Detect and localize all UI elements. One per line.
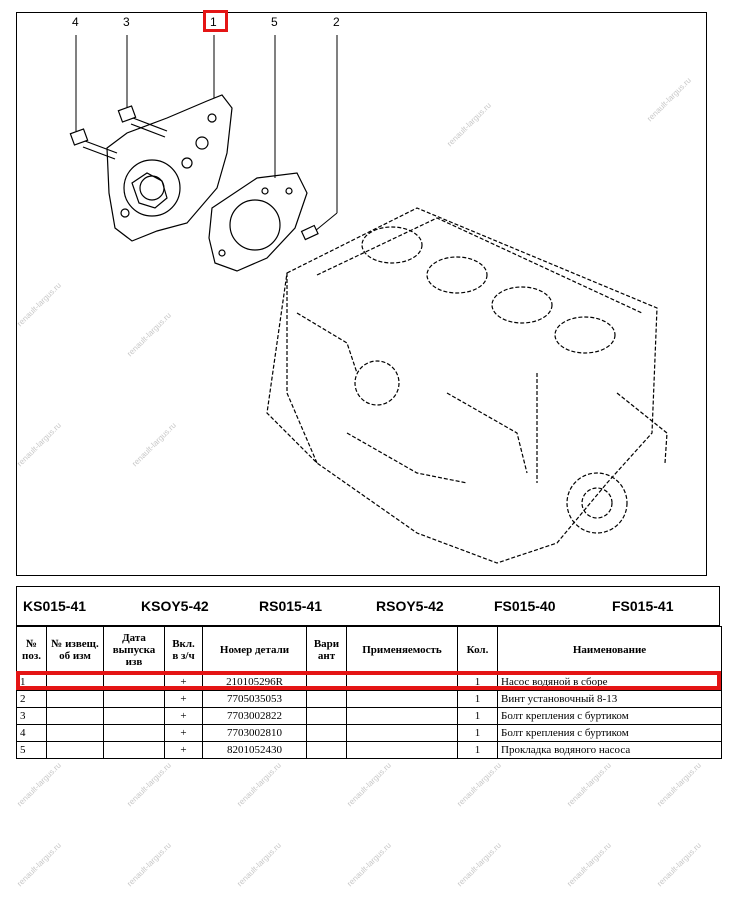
model-code-bar: KS015-41 KSOY5-42 RS015-41 RSOY5-42 FS01… <box>16 586 720 626</box>
model-code: KSOY5-42 <box>141 598 209 614</box>
watermark: renault-largus.ru <box>345 760 393 809</box>
cell-part-number: 8201052430 <box>202 741 307 759</box>
cell-included: + <box>164 673 203 691</box>
header-qty: Кол. <box>457 626 498 674</box>
cell-notice <box>46 673 104 691</box>
cell-variant <box>306 741 347 759</box>
header-variant: Вари ант <box>306 626 347 674</box>
cell-pos: 4 <box>16 724 47 742</box>
header-notice: № извещ. об изм <box>46 626 104 674</box>
cell-variant <box>306 673 347 691</box>
watermark: renault-largus.ru <box>655 760 703 809</box>
header-applicability: Применяемость <box>346 626 458 674</box>
watermark: renault-largus.ru <box>345 840 393 889</box>
callout-5: 5 <box>271 15 278 29</box>
cell-name: Болт крепления с буртиком <box>497 724 722 742</box>
callout-1: 1 <box>210 15 217 29</box>
cell-included: + <box>164 707 203 725</box>
cell-applicability <box>346 741 458 759</box>
cell-name: Насос водяной в сборе <box>497 673 722 691</box>
cell-pos: 1 <box>16 673 47 691</box>
watermark: renault-largus.ru <box>455 840 503 889</box>
cell-release-date <box>103 673 165 691</box>
callout-3: 3 <box>123 15 130 29</box>
cell-notice <box>46 690 104 708</box>
callout-4: 4 <box>72 15 79 29</box>
table-row[interactable]: 1 + 210105296R 1 Насос водяной в сборе <box>16 673 722 691</box>
model-code: KS015-41 <box>23 598 87 614</box>
cell-applicability <box>346 707 458 725</box>
cell-included: + <box>164 724 203 742</box>
cell-pos: 5 <box>16 741 47 759</box>
cell-variant <box>306 724 347 742</box>
cell-release-date <box>103 690 165 708</box>
cell-notice <box>46 724 104 742</box>
parts-diagram: 4 3 1 5 2 <box>16 10 707 576</box>
cell-name: Винт установочный 8-13 <box>497 690 722 708</box>
cell-part-number: 210105296R <box>202 673 307 691</box>
cell-qty: 1 <box>457 741 498 759</box>
cell-notice <box>46 707 104 725</box>
exploded-view-drawing <box>69 35 668 564</box>
watermark: renault-largus.ru <box>455 760 503 809</box>
parts-table: № поз. № извещ. об изм Дата выпуска изв … <box>16 626 722 759</box>
model-code: FS015-41 <box>612 598 674 614</box>
model-code: RSOY5-42 <box>376 598 444 614</box>
watermark: renault-largus.ru <box>235 840 283 889</box>
cell-qty: 1 <box>457 673 498 691</box>
cell-variant <box>306 707 347 725</box>
cell-release-date <box>103 707 165 725</box>
cell-applicability <box>346 724 458 742</box>
cell-name: Болт крепления с буртиком <box>497 707 722 725</box>
watermark: renault-largus.ru <box>235 760 283 809</box>
cell-pos: 3 <box>16 707 47 725</box>
cell-included: + <box>164 741 203 759</box>
cell-notice <box>46 741 104 759</box>
header-included: Вкл. в з/ч <box>164 626 203 674</box>
cell-applicability <box>346 690 458 708</box>
cell-applicability <box>346 673 458 691</box>
watermark: renault-largus.ru <box>565 760 613 809</box>
header-name: Наименование <box>497 626 722 674</box>
cell-part-number: 7703002810 <box>202 724 307 742</box>
table-row[interactable]: 5 + 8201052430 1 Прокладка водяного насо… <box>16 741 722 759</box>
cell-pos: 2 <box>16 690 47 708</box>
watermark: renault-largus.ru <box>655 840 703 889</box>
cell-name: Прокладка водяного насоса <box>497 741 722 759</box>
callout-2: 2 <box>333 15 340 29</box>
watermark: renault-largus.ru <box>565 840 613 889</box>
cell-included: + <box>164 690 203 708</box>
model-code: FS015-40 <box>494 598 556 614</box>
cell-release-date <box>103 724 165 742</box>
model-code: RS015-41 <box>259 598 323 614</box>
callout-highlight-box <box>203 10 228 32</box>
watermark: renault-largus.ru <box>125 840 173 889</box>
cell-variant <box>306 690 347 708</box>
watermark: renault-largus.ru <box>125 760 173 809</box>
cell-release-date <box>103 741 165 759</box>
table-row[interactable]: 3 + 7703002822 1 Болт крепления с буртик… <box>16 707 722 725</box>
cell-qty: 1 <box>457 724 498 742</box>
table-row[interactable]: 2 + 7705035053 1 Винт установочный 8-13 <box>16 690 722 708</box>
cell-qty: 1 <box>457 690 498 708</box>
cell-part-number: 7703002822 <box>202 707 307 725</box>
cell-part-number: 7705035053 <box>202 690 307 708</box>
table-row[interactable]: 4 + 7703002810 1 Болт крепления с буртик… <box>16 724 722 742</box>
watermark: renault-largus.ru <box>15 760 63 809</box>
header-release-date: Дата выпуска изв <box>103 626 165 674</box>
cell-qty: 1 <box>457 707 498 725</box>
header-part-number: Номер детали <box>202 626 307 674</box>
table-header-row: № поз. № извещ. об изм Дата выпуска изв … <box>16 626 722 674</box>
header-pos: № поз. <box>16 626 47 674</box>
watermark: renault-largus.ru <box>15 840 63 889</box>
